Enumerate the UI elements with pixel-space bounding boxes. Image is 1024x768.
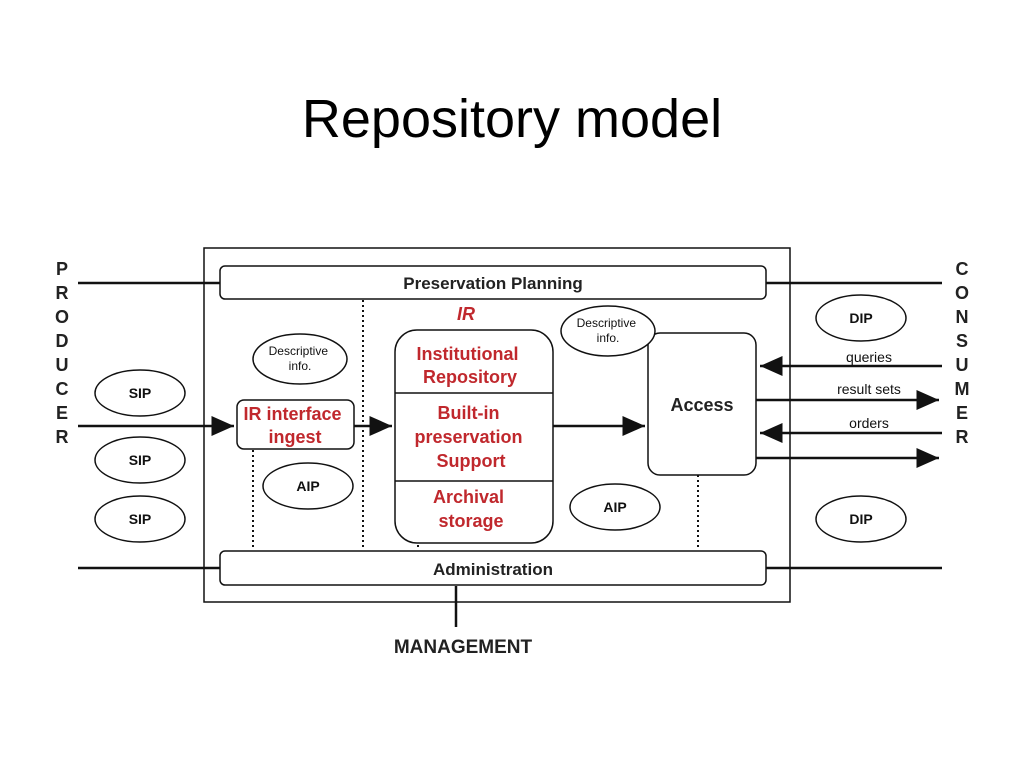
- page-title: Repository model: [301, 89, 723, 149]
- sip-label-2: SIP: [129, 452, 152, 468]
- administration-label: Administration: [433, 560, 553, 579]
- builtin-line-2: preservation: [414, 427, 522, 447]
- descriptive-right-line-2: info.: [597, 331, 620, 345]
- consumer-letter: O: [955, 283, 969, 303]
- ir-label: IR: [457, 304, 475, 324]
- dip-label-2: DIP: [849, 511, 872, 527]
- descriptive-info-label-left: Descriptive info.: [269, 344, 332, 373]
- sip-label-1: SIP: [129, 385, 152, 401]
- institutional-repository-label: Institutional Repository: [416, 344, 523, 387]
- aip-ellipse-2: [569, 483, 661, 531]
- producer-letter: E: [56, 403, 68, 423]
- aip-ellipse-1: [262, 462, 354, 510]
- preservation-planning-label: Preservation Planning: [403, 274, 583, 293]
- sip-ellipse-2: [94, 436, 186, 484]
- ir-main-box: [394, 329, 554, 544]
- ir-interface-line-1: IR interface: [243, 404, 341, 424]
- producer-letter: U: [56, 355, 69, 375]
- producer-letter: R: [56, 283, 69, 303]
- orders-label: orders: [849, 415, 889, 431]
- institutional-line-2: Repository: [423, 367, 517, 387]
- descriptive-info-ellipse-right: [560, 305, 656, 357]
- descriptive-left-line-2: info.: [289, 359, 312, 373]
- producer-letter: O: [55, 307, 69, 327]
- descriptive-info-ellipse-left: [252, 333, 348, 385]
- consumer-letter: E: [956, 403, 968, 423]
- descriptive-right-line-1: Descriptive: [577, 316, 637, 330]
- consumer-letter: U: [956, 355, 969, 375]
- access-box: [647, 332, 757, 476]
- dip-ellipse-1: [815, 294, 907, 342]
- aip-label-1: AIP: [296, 478, 319, 494]
- sip-label-3: SIP: [129, 511, 152, 527]
- consumer-letter: C: [956, 259, 969, 279]
- sip-ellipse-3: [94, 495, 186, 543]
- preservation-planning-bar: [219, 265, 767, 300]
- ir-interface-label: IR interface ingest: [243, 404, 346, 447]
- archival-line-1: Archival: [433, 487, 504, 507]
- producer-letter: D: [56, 331, 69, 351]
- descriptive-info-label-right: Descriptive info.: [577, 316, 640, 345]
- consumer-letter: S: [956, 331, 968, 351]
- builtin-line-3: Support: [437, 451, 506, 471]
- producer-letter: P: [56, 259, 68, 279]
- producer-letter: R: [56, 427, 69, 447]
- result-sets-label: result sets: [837, 381, 901, 397]
- institutional-line-1: Institutional: [416, 344, 518, 364]
- builtin-preservation-label: Built-in preservation Support: [414, 403, 527, 471]
- producer-letter: C: [56, 379, 69, 399]
- archival-storage-label: Archival storage: [433, 487, 509, 531]
- consumer-letter: R: [956, 427, 969, 447]
- consumer-letter: N: [956, 307, 969, 327]
- builtin-line-1: Built-in: [438, 403, 500, 423]
- access-label: Access: [670, 395, 733, 415]
- descriptive-left-line-1: Descriptive: [269, 344, 329, 358]
- archival-line-2: storage: [438, 511, 503, 531]
- dip-label-1: DIP: [849, 310, 872, 326]
- aip-label-2: AIP: [603, 499, 626, 515]
- administration-bar: [219, 550, 767, 586]
- ir-interface-line-2: ingest: [268, 427, 321, 447]
- sip-ellipse-1: [94, 369, 186, 417]
- ir-interface-box: [236, 399, 355, 450]
- management-label: MANAGEMENT: [394, 637, 533, 658]
- consumer-letter: M: [955, 379, 970, 399]
- queries-label: queries: [846, 349, 892, 365]
- dip-ellipse-2: [815, 495, 907, 543]
